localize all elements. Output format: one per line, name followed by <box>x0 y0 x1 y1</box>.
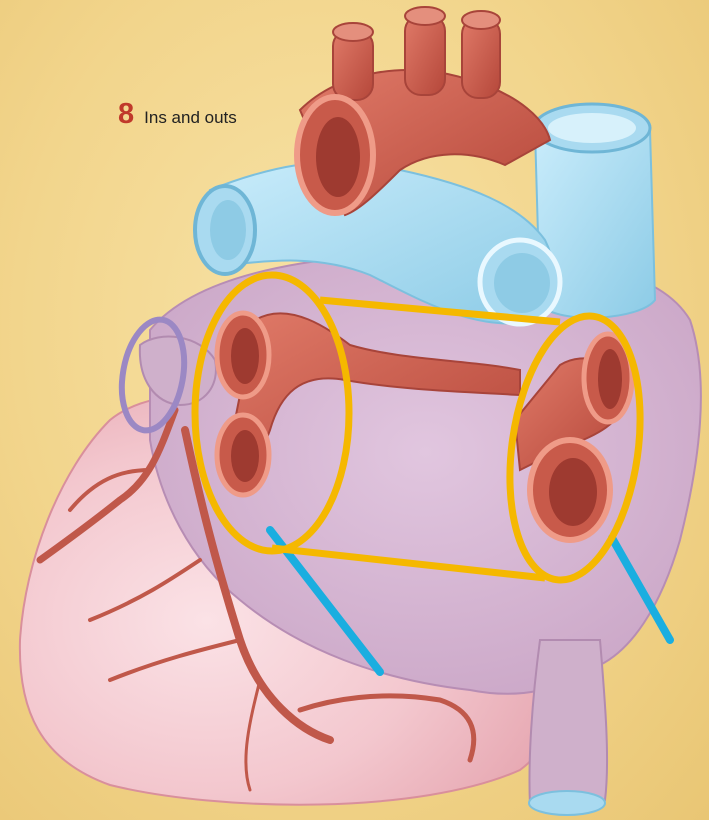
inferior-vena-cava-shape <box>529 640 607 805</box>
left-lower-pulmonary-vein-lumen <box>231 430 259 482</box>
pulmonary-left-branch-lumen <box>210 200 246 260</box>
right-upper-pulmonary-vein-lumen <box>598 349 622 409</box>
caption-number: 8 <box>118 100 134 129</box>
aortic-branch-3-opening <box>462 11 500 29</box>
superior-vena-cava-lumen <box>548 113 636 143</box>
inferior-vena-cava-opening <box>529 791 605 815</box>
pulmonary-right-branch-lumen <box>494 253 550 313</box>
right-lower-pulmonary-vein-lumen <box>549 458 597 526</box>
aortic-branch-2-opening <box>405 7 445 25</box>
left-upper-pulmonary-vein-lumen <box>231 328 259 384</box>
aortic-branch-1-opening <box>333 23 373 41</box>
caption-text: Ins and outs <box>144 109 237 126</box>
aortic-branch-2 <box>405 15 445 95</box>
aorta-lumen <box>316 117 360 197</box>
caption: 8 Ins and outs <box>118 100 237 129</box>
